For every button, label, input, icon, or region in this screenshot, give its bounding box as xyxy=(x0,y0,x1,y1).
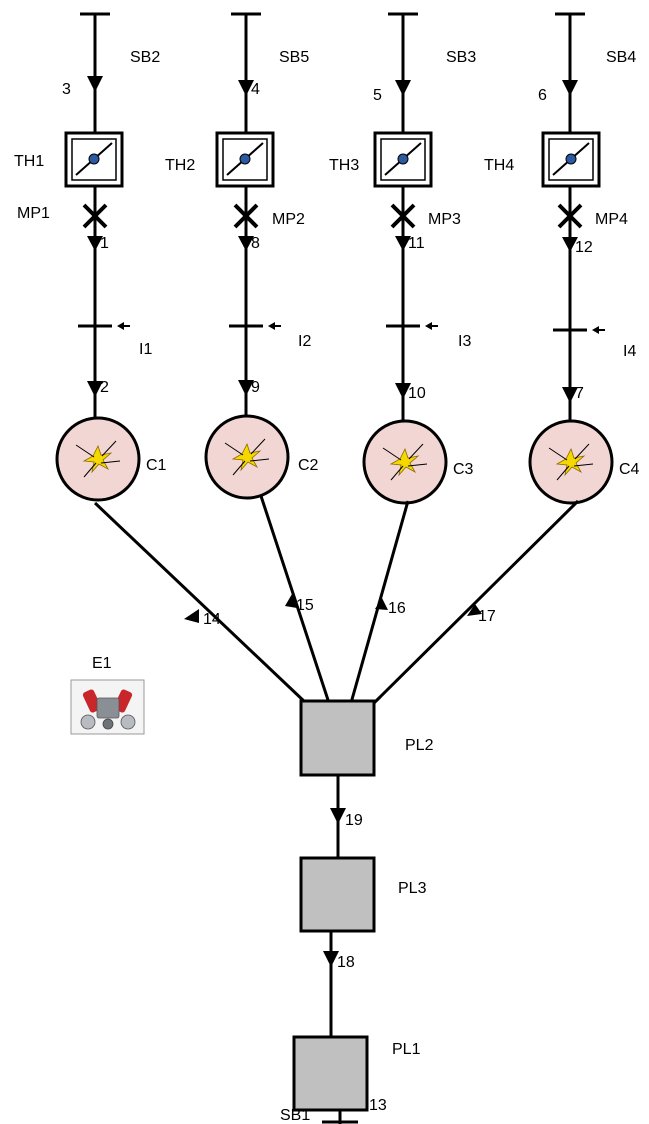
connection-6-label: 6 xyxy=(538,87,547,104)
connection-14-label: 14 xyxy=(203,611,221,628)
injector-i2-label: I2 xyxy=(298,333,311,350)
arrow-1 xyxy=(87,236,103,251)
throttle-th3-label: TH3 xyxy=(329,157,359,174)
cylinder-c2-label: C2 xyxy=(298,457,319,474)
injector-i3-arrow xyxy=(425,322,432,330)
branch-3 xyxy=(362,12,448,505)
injector-i3-label: I3 xyxy=(458,333,471,350)
arrow-17 xyxy=(467,604,482,616)
arrow-11 xyxy=(395,236,411,251)
boundary-sb2-label: SB2 xyxy=(130,49,160,66)
arrow-19 xyxy=(330,808,346,824)
mass-point-mp2-label: MP2 xyxy=(272,211,305,228)
connection-5-label: 5 xyxy=(373,87,382,104)
branch-4 xyxy=(528,12,614,505)
arrow-6 xyxy=(562,80,578,96)
throttle-th2-inner xyxy=(222,138,268,181)
boundary-sb3-label: SB3 xyxy=(446,49,476,66)
injector-i4-label: I4 xyxy=(623,343,636,360)
throttle-th1-label: TH1 xyxy=(14,153,44,170)
arrow-14 xyxy=(184,609,199,623)
connection-16-label: 16 xyxy=(388,600,406,617)
mass-point-mp3-label: MP3 xyxy=(428,211,461,228)
engine-e1-label: E1 xyxy=(92,655,112,672)
throttle-th4[interactable] xyxy=(541,131,601,188)
mass-point-mp2-x2 xyxy=(233,203,259,229)
mass-point-mp4-label: MP4 xyxy=(595,211,628,228)
spark-icon xyxy=(548,443,594,481)
arrow-8 xyxy=(238,236,254,251)
arrow-18-head xyxy=(323,951,339,967)
connection-12-label: 12 xyxy=(575,239,593,256)
plenum-pl1-label: PL1 xyxy=(392,1041,421,1058)
connection-18-label: 18 xyxy=(337,954,355,971)
plenum-pl1[interactable] xyxy=(292,1035,369,1112)
plenum-pl3-label: PL3 xyxy=(398,880,427,897)
mass-point-mp4-x2 xyxy=(557,203,583,229)
injector-i2-arrow xyxy=(268,322,275,330)
spark-icon xyxy=(382,443,428,481)
arrow-10 xyxy=(395,383,411,399)
pipe-15[interactable] xyxy=(259,495,331,704)
cylinder-c3-label: C3 xyxy=(453,461,474,478)
throttle-th2-dot xyxy=(239,153,251,165)
mass-point-mp1-x2 xyxy=(82,203,108,229)
throttle-th4-dot xyxy=(565,153,577,165)
throttle-th1-inner xyxy=(71,138,117,181)
branch-2 xyxy=(204,12,290,500)
arrow-7 xyxy=(562,387,578,403)
arrow-2 xyxy=(87,381,103,397)
arrow-5 xyxy=(395,80,411,96)
connection-9-label: 9 xyxy=(251,379,260,396)
injector-i1-label: I1 xyxy=(139,341,152,358)
throttle-th4-label: TH4 xyxy=(484,157,514,174)
branch-1 xyxy=(55,12,141,502)
boundary-sb5-label: SB5 xyxy=(279,49,309,66)
boundary-sb1-label: SB1 xyxy=(280,1107,310,1124)
pipe-14[interactable] xyxy=(93,501,308,705)
exhaust-path xyxy=(292,699,376,1112)
spark-icon xyxy=(75,440,121,478)
injector-i4-arrow xyxy=(592,326,599,334)
throttle-th4-inner xyxy=(548,138,594,181)
plenum-pl2-label: PL2 xyxy=(405,737,434,754)
connection-15-label: 15 xyxy=(296,597,314,614)
engine-icon[interactable] xyxy=(70,679,145,735)
connection-8-label: 8 xyxy=(251,235,260,252)
connection-11-label: 11 xyxy=(408,235,425,252)
arrow-15 xyxy=(285,594,297,608)
cylinder-c4-label: C4 xyxy=(619,461,640,478)
connection-13-label: 13 xyxy=(369,1097,387,1114)
injector-i1-arrow xyxy=(117,322,124,330)
connection-2-label: 2 xyxy=(100,379,109,396)
connection-7-label: 7 xyxy=(575,385,584,402)
plenum-pl2[interactable] xyxy=(299,699,376,777)
exhaust-runners xyxy=(93,495,580,705)
throttle-th1-dot xyxy=(88,153,100,165)
throttle-th2-label: TH2 xyxy=(165,157,195,174)
connection-10-label: 10 xyxy=(408,385,426,402)
arrow-3 xyxy=(87,76,103,92)
arrow-12 xyxy=(562,237,578,252)
connection-4-label: 4 xyxy=(251,81,260,98)
connection-19-label: 19 xyxy=(345,812,363,829)
arrow-16 xyxy=(375,598,388,610)
plenum-pl3[interactable] xyxy=(299,856,376,933)
throttle-th3-inner xyxy=(380,138,426,181)
mass-point-mp1-label: MP1 xyxy=(17,205,50,222)
connection-1-label: 1 xyxy=(100,235,109,252)
arrow-4 xyxy=(238,80,254,96)
connection-17-label: 17 xyxy=(478,608,496,625)
throttle-th3-dot xyxy=(397,153,409,165)
cylinder-c1-label: C1 xyxy=(146,457,167,474)
connection-3-label: 3 xyxy=(62,81,71,98)
boundary-sb4-label: SB4 xyxy=(606,49,636,66)
mass-point-mp3-x2 xyxy=(390,203,416,229)
pipe-17[interactable] xyxy=(372,499,580,705)
arrow-9 xyxy=(238,380,254,396)
spark-icon xyxy=(224,438,270,476)
